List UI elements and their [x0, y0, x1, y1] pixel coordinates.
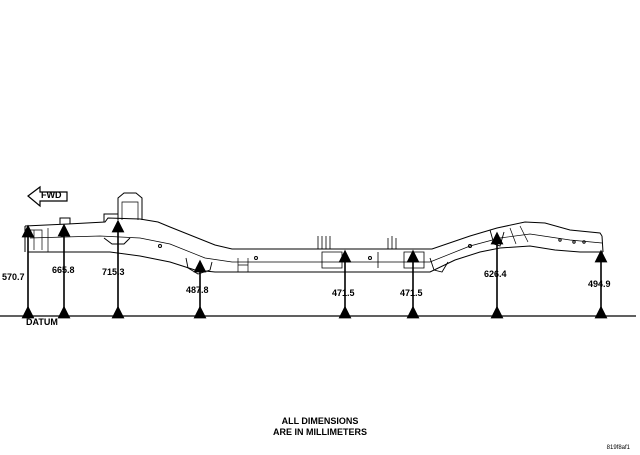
dimension-label-8: 494.9	[588, 279, 611, 289]
dimension-arrows	[21, 219, 608, 319]
dimension-label-3: 715.3	[102, 267, 125, 277]
frame-rail	[24, 192, 604, 275]
datum-label: DATUM	[26, 317, 58, 327]
units-note-line-1: ALL DIMENSIONS	[281, 416, 359, 426]
units-note: ALL DIMENSIONS ARE IN MILLIMETERS	[0, 416, 640, 438]
units-note-line-2: ARE IN MILLIMETERS	[273, 427, 367, 437]
fwd-label: FWD	[41, 190, 62, 200]
dimension-label-1: 570.7	[2, 272, 25, 282]
dimension-label-7: 626.4	[484, 269, 507, 279]
dimension-label-2: 665.8	[52, 265, 75, 275]
dimension-label-4: 487.8	[186, 285, 209, 295]
fwd-arrow-icon	[27, 185, 68, 208]
figure-id: 819f8af1	[606, 445, 630, 451]
dimension-label-5: 471.5	[332, 288, 355, 298]
dimension-label-6: 471.5	[400, 288, 423, 298]
